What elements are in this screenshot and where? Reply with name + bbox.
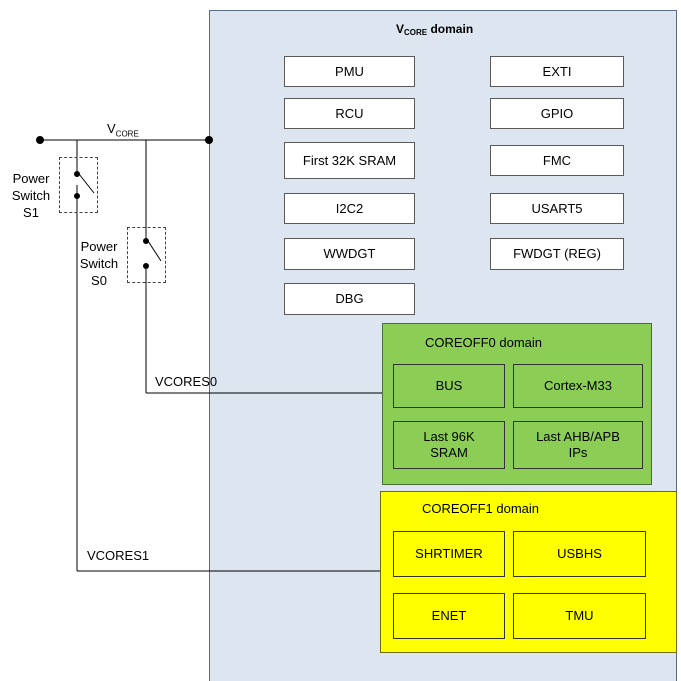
fwdgt-block: FWDGT (REG) — [490, 238, 624, 270]
cortex-m33-block: Cortex-M33 — [513, 364, 643, 408]
vcore-node-right — [205, 136, 213, 144]
exti-block: EXTI — [490, 56, 624, 87]
enet-block: ENET — [393, 593, 505, 639]
power-switch-s0 — [127, 227, 166, 283]
gpio-block: GPIO — [490, 98, 624, 129]
sram-32k-block: First 32K SRAM — [284, 142, 415, 179]
shrtimer-block: SHRTIMER — [393, 531, 505, 577]
vcore-domain-title: VCORE domain — [396, 22, 474, 37]
i2c2-block: I2C2 — [284, 193, 415, 224]
switch-s0-contact-bottom — [143, 263, 149, 269]
wwdgt-block: WWDGT — [284, 238, 415, 270]
coreoff1-domain-title: COREOFF1 domain — [422, 501, 540, 516]
vcore-node-left — [36, 136, 44, 144]
bus-block: BUS — [393, 364, 505, 408]
power-switch-s1 — [59, 157, 98, 213]
vcores1-label: VCORES1 — [87, 548, 150, 563]
pmu-block: PMU — [284, 56, 415, 87]
usbhs-block: USBHS — [513, 531, 646, 577]
tmu-block: TMU — [513, 593, 646, 639]
dbg-block: DBG — [284, 283, 415, 315]
usart5-block: USART5 — [490, 193, 624, 224]
vcore-label: VCORE — [107, 121, 139, 139]
fmc-block: FMC — [490, 145, 624, 176]
switch-s0-lever — [147, 240, 162, 262]
switch-s1-contact-bottom — [74, 193, 80, 199]
switch-s1-contact-top — [74, 171, 80, 177]
rcu-block: RCU — [284, 98, 415, 129]
switch-s0-contact-top — [143, 238, 149, 244]
switch-s1-lever — [78, 173, 95, 194]
vcores0-label: VCORES0 — [155, 374, 218, 389]
coreoff0-domain-title: COREOFF0 domain — [425, 335, 543, 350]
